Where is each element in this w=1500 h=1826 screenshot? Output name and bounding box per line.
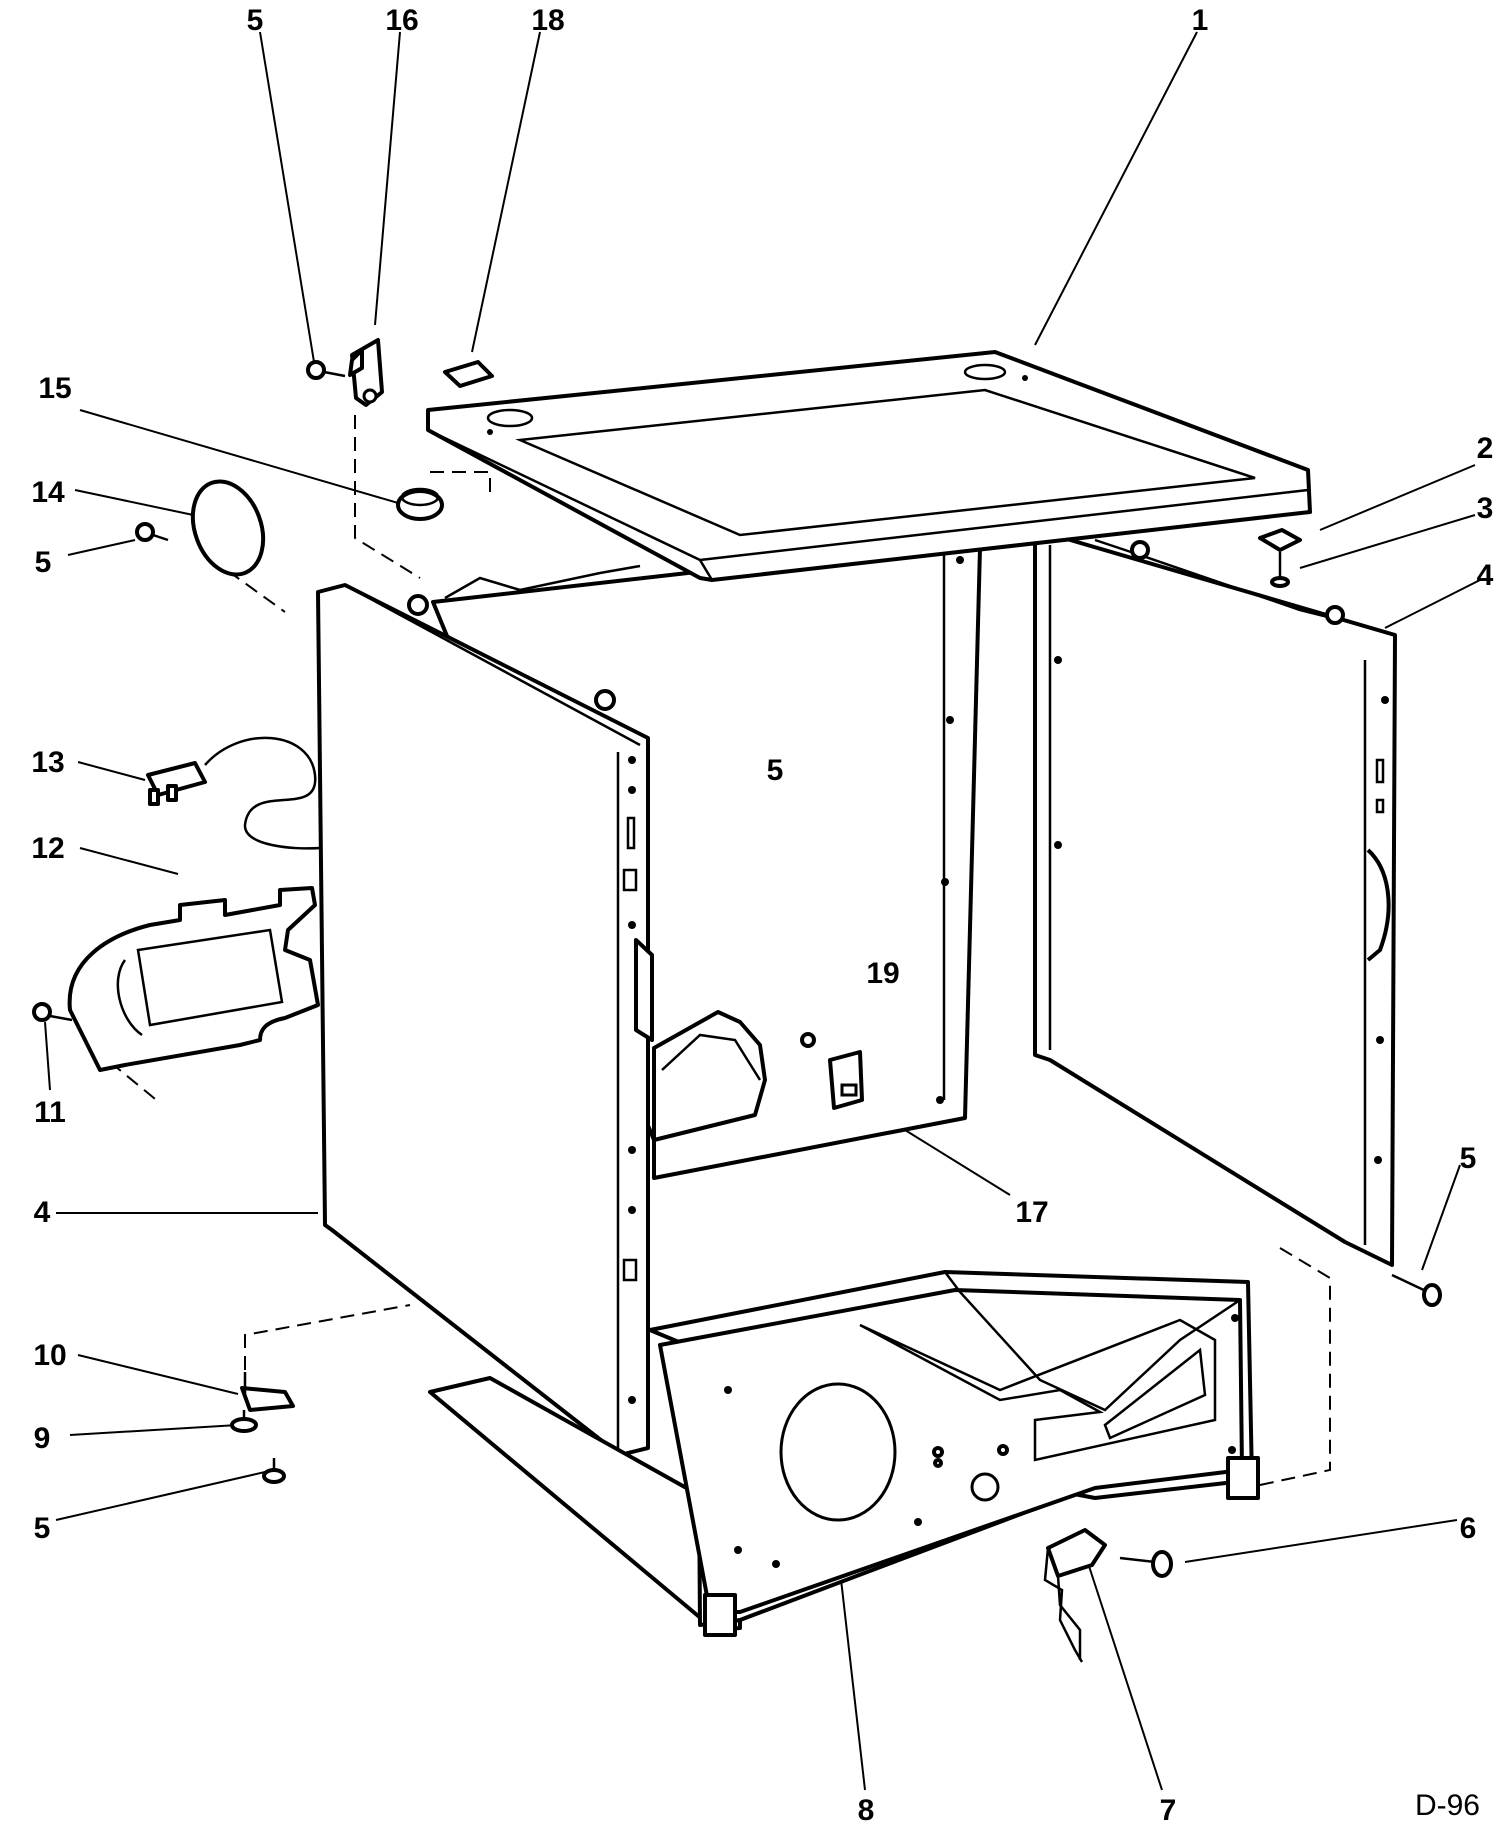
corner-cap — [1258, 528, 1302, 588]
label-5-left: 5 — [35, 546, 52, 579]
left-front-panel — [316, 583, 654, 1457]
label-4-left: 4 — [34, 1196, 51, 1229]
label-5-bottom: 5 — [34, 1512, 51, 1545]
access-cover — [32, 886, 320, 1072]
label-4-right: 4 — [1477, 559, 1494, 592]
round-cover — [135, 479, 266, 577]
top-panel — [426, 350, 1312, 582]
plug-cap — [396, 487, 444, 521]
diagram-code: D-96 — [1415, 1789, 1480, 1822]
label-15: 15 — [38, 372, 71, 405]
label-5-center: 5 — [767, 754, 784, 787]
hinge-bracket — [306, 338, 384, 407]
assembly-dash-lines — [109, 415, 1331, 1486]
label-12: 12 — [31, 832, 64, 865]
label-11: 11 — [34, 1096, 66, 1129]
label-17: 17 — [1015, 1196, 1048, 1229]
label-3: 3 — [1477, 492, 1494, 525]
label-18: 18 — [531, 4, 564, 37]
bracket-19 — [800, 1032, 864, 1110]
label-8: 8 — [858, 1794, 875, 1826]
label-5-top: 5 — [247, 4, 264, 37]
leveling-foot — [230, 1372, 295, 1484]
power-cord — [146, 736, 321, 850]
label-2: 2 — [1477, 432, 1494, 465]
door-switch — [1043, 1528, 1173, 1663]
clip — [443, 360, 494, 388]
label-16: 16 — [385, 4, 418, 37]
label-10: 10 — [33, 1339, 66, 1372]
side-screw — [1391, 1273, 1442, 1307]
label-13: 13 — [31, 746, 64, 779]
callout-labels: 1 2 3 4 5 16 18 15 14 5 13 12 11 4 10 9 … — [31, 4, 1493, 1826]
label-6: 6 — [1460, 1512, 1477, 1545]
label-9: 9 — [34, 1422, 51, 1455]
base-frame — [428, 1270, 1260, 1637]
label-1: 1 — [1192, 4, 1209, 37]
label-19: 19 — [866, 957, 899, 990]
label-14: 14 — [31, 476, 65, 509]
right-side-panel — [1033, 535, 1397, 1267]
label-5-right: 5 — [1460, 1142, 1477, 1175]
label-7: 7 — [1160, 1794, 1177, 1826]
